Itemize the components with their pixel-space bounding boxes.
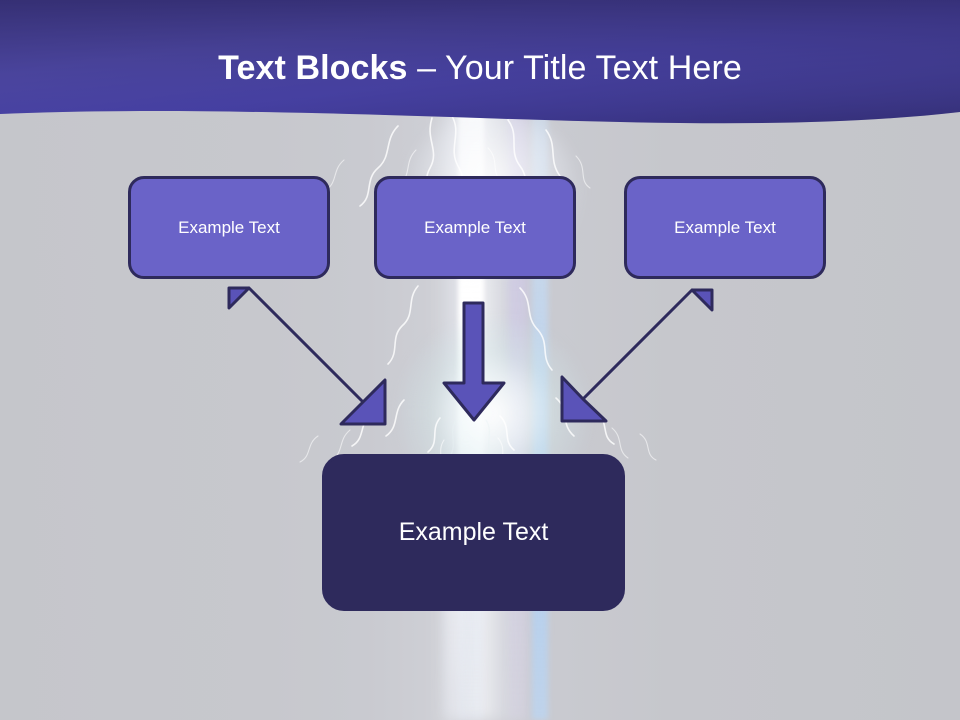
result-text-block[interactable]: Example Text [322, 454, 625, 611]
result-text-block-label: Example Text [398, 518, 549, 546]
page-title: Text Blocks – Your Title Text Here [0, 48, 960, 88]
page-title-bold: Text Blocks [218, 49, 408, 87]
text-block-1[interactable]: Example Text [128, 176, 330, 279]
text-block-3[interactable]: Example Text [624, 176, 826, 279]
text-block-2[interactable]: Example Text [374, 176, 576, 279]
text-block-3-label: Example Text [674, 217, 776, 237]
text-block-1-label: Example Text [178, 217, 280, 237]
page-title-rest: Your Title Text Here [445, 49, 742, 87]
page-title-separator: – [407, 49, 446, 87]
text-block-2-label: Example Text [424, 217, 526, 237]
title-band [0, 0, 960, 124]
